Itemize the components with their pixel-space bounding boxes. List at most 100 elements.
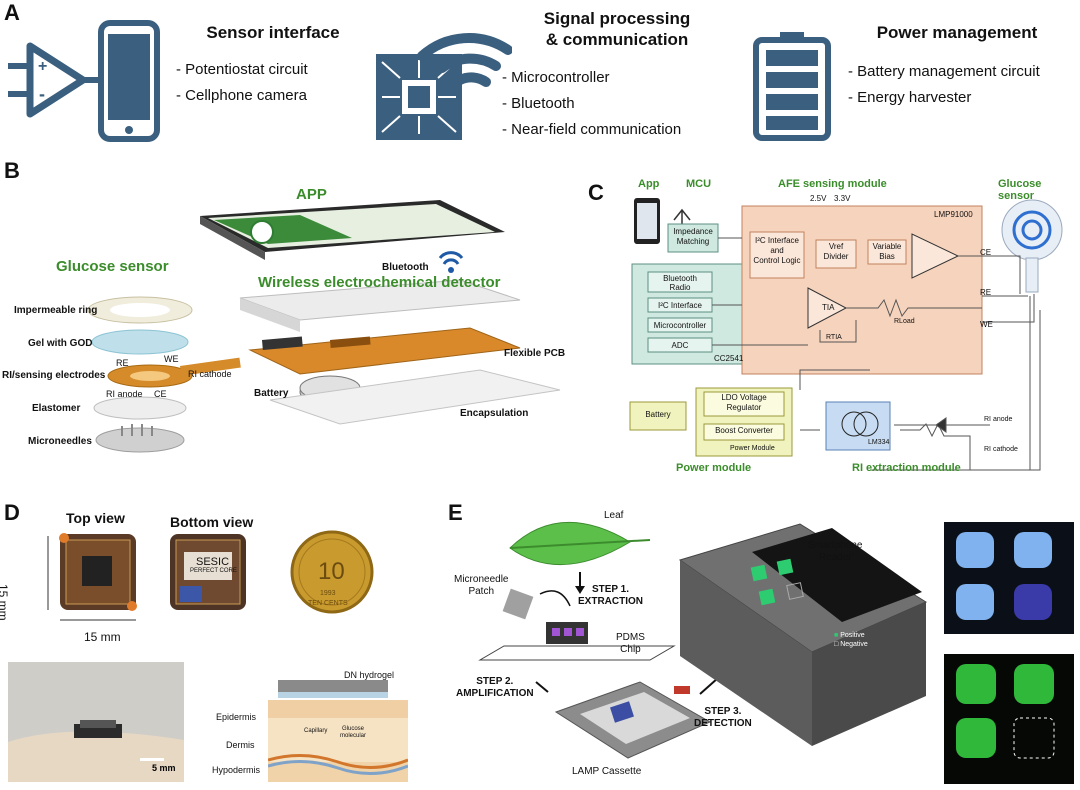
exploded-device-illustration [87,200,561,453]
battery-label: Battery [254,388,289,399]
wireless-detector-label: Wireless electrochemical detector [258,274,501,291]
list-item: Cellphone camera [176,83,308,109]
block-line: Bias [879,252,895,261]
block-line: Vref [828,242,844,251]
we-pin: WE [980,320,993,329]
block-line: LDO Voltage [721,393,767,402]
glucose-sensor-label: Glucose sensor [56,258,169,275]
list-item: Battery management circuit [848,59,1040,85]
layer-label: RI/sensing electrodes [2,370,106,381]
c-app-label: App [638,178,660,190]
ldo-block: LDO Voltage Regulator [704,393,784,413]
pcb-photos [47,530,374,621]
scale-bar-label: 5 mm [152,763,176,773]
block-line: and [770,246,784,255]
electrode-ri-cathode: RI cathode [188,369,232,379]
rload-label: RLoad [894,318,915,325]
block-line: STEP 1. [591,584,630,595]
block-line: Bluetooth [663,274,697,283]
signal-processing-title: Signal processing & communication [532,8,702,50]
layer-label: Microneedles [28,436,92,447]
layer-label: Gel with GOD [28,338,93,349]
chip-subtext: PERFECT CORE [190,568,237,574]
chip-wifi-icon [376,33,512,140]
dim-horizontal: 15 mm [84,630,121,644]
block-line: STEP 3. [704,706,742,717]
list-item: Energy harvester [848,85,1040,111]
v33-label: 3.3V [834,194,851,203]
lamp-workflow-illustration [478,522,928,759]
boost-block: Boost Converter [715,426,773,435]
step3-label: STEP 3. DETECTION [694,706,752,730]
rtia-label: RTIA [826,334,842,341]
lm334-label: LM334 [868,439,890,446]
power-module-small: Power Module [730,445,775,452]
sensor-interface-title: Sensor interface [206,23,340,42]
electrode-ce: CE [154,389,167,399]
capillary-label: Capillary [304,728,328,734]
glucose-molecule-label: Glucose molecular [340,726,366,740]
panel-e-label: E [448,500,463,525]
bottom-view-label: Bottom view [170,514,254,530]
ri-cathode-label: RI cathode [984,446,1018,453]
negative-swatch-icon: □ [834,641,839,648]
vbias-block: Variable Bias [868,242,906,262]
i2c-control-block: I²C Interface and Control Logic [750,236,804,266]
legend-text: Negative [840,641,868,648]
bt-radio-block: Bluetooth Radio [648,274,712,292]
panel-c-label: C [588,180,604,205]
flexible-pcb-label: Flexible PCB [504,348,566,359]
coin-text: TEN CENTS [308,600,348,607]
list-item: Bluetooth [502,91,681,117]
list-item: Potentiostat circuit [176,57,308,83]
app-label: APP [296,186,327,203]
panel-b-label: B [4,158,20,183]
power-management-title: Power management [876,23,1038,42]
panel-d-label: D [4,500,20,525]
list-item: Microcontroller [502,65,681,91]
smartphone-icon [98,20,160,142]
block-line: DETECTION [694,718,752,729]
block-line: Radio [669,283,691,292]
positive-swatch-icon: ■ [834,632,839,639]
electrode-ri-anode: RI anode [106,389,143,399]
microcontroller-block: Microcontroller [653,321,707,330]
dermis-label: Dermis [226,740,255,750]
vref-block: Vref Divider [816,242,856,262]
skin-cross-section [268,680,408,782]
title-line: Signal processing [543,9,691,28]
electrode-we: WE [164,354,179,364]
title-line: & communication [545,30,689,49]
legend-text: Positive [840,632,865,639]
c-afe-label: AFE sensing module [778,178,887,190]
layer-label: Impermeable ring [14,305,98,316]
fluorescence-images [944,522,1074,784]
coin-year: 1993 [320,590,336,597]
ce-pin: CE [980,248,992,257]
coin-value: 10 [318,558,345,585]
power-management-list: Battery management circuit Energy harves… [848,59,1040,111]
layer-label: Elastomer [32,403,81,414]
svg-text:-: - [39,84,45,104]
impedance-block: Impedance Matching [668,227,718,247]
sensor-interface-list: Potentiostat circuit Cellphone camera [176,57,308,109]
block-line: Glucose [342,726,365,732]
dn-hydrogel-label: DN hydrogel [344,670,395,680]
leaf-label: Leaf [604,510,624,521]
list-item: Near-field communication [502,117,681,143]
block-line: Divider [823,252,849,261]
block-line: STEP 2. [476,676,514,687]
adc-block: ADC [671,341,689,350]
panel-a-label: A [4,0,20,25]
i2c-block: I²C Interface [657,301,702,310]
block-line: Patch [468,586,495,597]
block-line: Variable [872,242,902,251]
circuit-block-diagram [629,198,1063,471]
encapsulation-label: Encapsulation [460,408,529,419]
block-line: molecular [340,733,367,739]
legend-negative: □ Negative [834,641,868,648]
microneedle-label: Microneedle Patch [454,574,508,598]
block-line: Matching [676,237,710,246]
op-amp-icon: + - [8,42,98,118]
block-line: AMPLIFICATION [456,688,534,699]
